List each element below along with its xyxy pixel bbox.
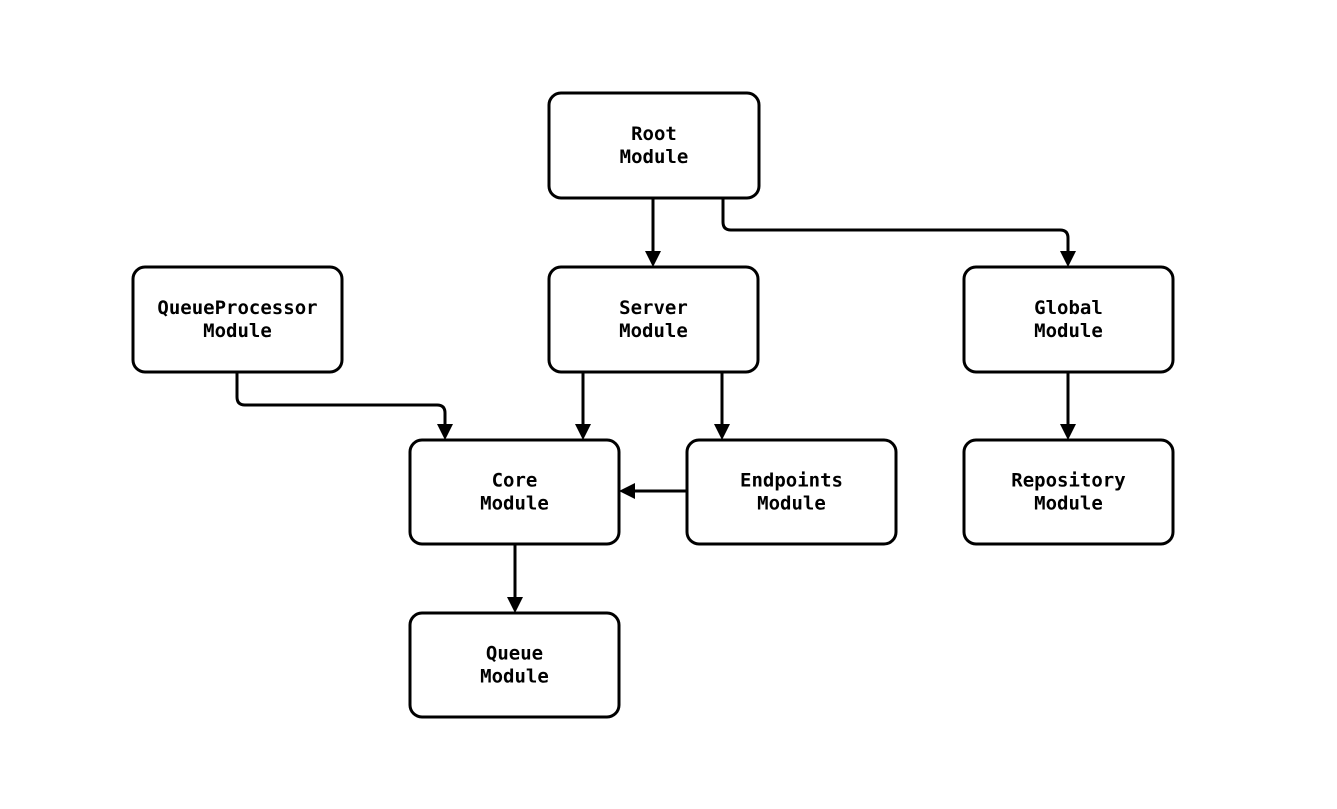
- node-label-line2: Module: [1034, 493, 1103, 515]
- node-label-line2: Module: [480, 493, 549, 515]
- edge-root-to-server: [645, 198, 661, 267]
- node-box[interactable]: [547, 91, 761, 200]
- node-label-line2: Module: [619, 320, 688, 342]
- arrowhead-icon: [714, 424, 730, 440]
- edge-line: [721, 198, 1070, 253]
- node-layer: RootModuleQueueProcessorModuleServerModu…: [131, 91, 1175, 719]
- edge-server-to-endpoints: [714, 372, 730, 440]
- edge-core-to-queue: [507, 544, 523, 613]
- arrowhead-icon: [1060, 251, 1076, 267]
- node-label-line2: Module: [203, 320, 272, 342]
- node-label-line1: Queue: [486, 643, 543, 665]
- node-label-line1: Endpoints: [740, 470, 843, 492]
- node-box[interactable]: [962, 265, 1175, 374]
- node-box[interactable]: [408, 438, 621, 546]
- arrowhead-icon: [575, 424, 591, 440]
- node-label-line2: Module: [480, 666, 549, 688]
- node-label-line1: Server: [619, 297, 688, 319]
- edge-layer: [235, 198, 1076, 613]
- node-box[interactable]: [547, 265, 760, 374]
- node-box[interactable]: [408, 611, 621, 719]
- arrowhead-icon: [619, 483, 635, 499]
- node-label-line1: QueueProcessor: [157, 297, 317, 319]
- edge-server-to-core: [575, 372, 591, 440]
- arrowhead-icon: [507, 597, 523, 613]
- node-label-line1: Repository: [1011, 470, 1125, 492]
- edge-line: [235, 372, 447, 426]
- node-label-line1: Core: [492, 470, 538, 492]
- node-label-line2: Module: [1034, 320, 1103, 342]
- arrowhead-icon: [437, 424, 453, 440]
- node-box[interactable]: [685, 438, 898, 546]
- node-box[interactable]: [962, 438, 1175, 546]
- edge-queueprocessor-to-core: [235, 372, 453, 440]
- node-box[interactable]: [131, 265, 344, 374]
- edge-global-to-repository: [1060, 372, 1076, 440]
- edge-endpoints-to-core: [619, 483, 687, 499]
- arrowhead-icon: [1060, 424, 1076, 440]
- node-label-line1: Global: [1034, 297, 1103, 319]
- node-label-line1: Root: [631, 123, 677, 145]
- arrowhead-icon: [645, 251, 661, 267]
- node-label-line2: Module: [620, 146, 689, 168]
- node-label-line2: Module: [757, 493, 826, 515]
- edge-root-to-global: [721, 198, 1076, 267]
